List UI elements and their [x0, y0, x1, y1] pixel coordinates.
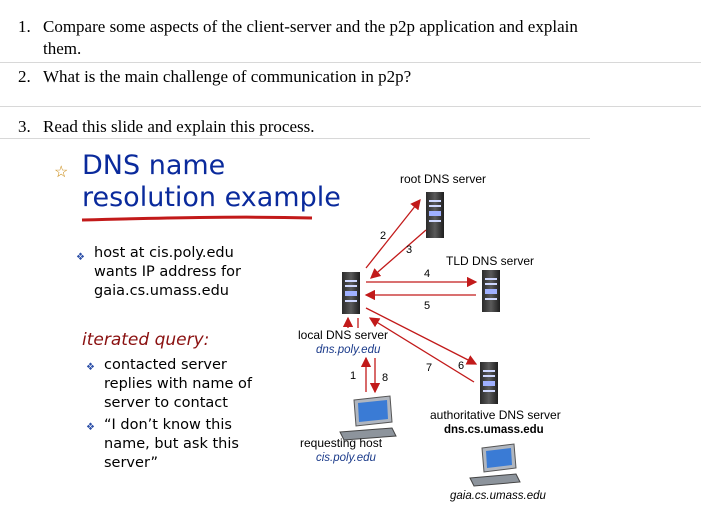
step-label: 8 — [382, 372, 389, 384]
local-server-domain: dns.poly.edu — [316, 344, 381, 356]
authoritative-server-domain: dns.cs.umass.edu — [444, 424, 544, 436]
iterated-query-label: iterated query: — [82, 330, 210, 350]
arrow-step-7 — [368, 317, 475, 383]
authoritative-server-label: authoritative DNS server — [430, 408, 561, 422]
bullet-line: wants IP address for — [94, 264, 241, 280]
bullet-contacted-server: contacted server replies with name of se… — [104, 356, 252, 413]
bullet-host: host at cis.poly.edu wants IP address fo… — [94, 244, 241, 301]
bullet-dont-know: “I don’t know this name, but ask this se… — [104, 416, 239, 473]
question-number: 3. — [18, 117, 31, 136]
step-label: 6 — [458, 360, 465, 372]
authoritative-server-icon — [480, 362, 498, 404]
arrow-step-6 — [365, 307, 478, 365]
step-label: 2 — [380, 230, 387, 242]
step-label: 3 — [406, 244, 413, 256]
step-label: 4 — [424, 268, 431, 280]
bullet-line: “I don’t know this — [104, 417, 232, 433]
requesting-host-label: requesting host — [300, 436, 383, 450]
star-icon: ☆ — [54, 164, 69, 181]
bullet-line: name, but ask this — [104, 436, 239, 452]
tld-server-icon — [482, 270, 500, 312]
step-label: 5 — [424, 300, 431, 312]
question-number: 1. — [18, 17, 31, 36]
arrow-step-2 — [365, 198, 421, 269]
bullet-line: server to contact — [104, 395, 228, 411]
dns-diagram — [81, 192, 521, 487]
diamond-bullet-icon: ❖ — [86, 422, 95, 433]
slide-title: DNS name resolution example — [82, 150, 341, 214]
title-line-2: resolution example — [82, 182, 341, 213]
step-label: 1 — [350, 370, 357, 382]
divider — [0, 138, 590, 139]
question-text: What is the main challenge of communicat… — [43, 67, 412, 86]
local-server-icon — [342, 272, 360, 314]
dns-slide: ☆ DNS name resolution example ❖ host at … — [40, 148, 590, 510]
tld-server-label: TLD DNS server — [446, 254, 535, 268]
requesting-host-computer-icon — [339, 395, 397, 441]
question-number: 2. — [18, 67, 31, 86]
root-server-icon — [426, 192, 444, 238]
divider — [0, 106, 701, 107]
bullet-line: contacted server — [104, 357, 227, 373]
local-server-label: local DNS server — [298, 328, 389, 342]
diamond-bullet-icon: ❖ — [76, 252, 85, 263]
gaia-computer-icon — [469, 443, 521, 487]
question-text: Compare some aspects of the client-serve… — [43, 17, 578, 58]
bullet-line: server” — [104, 455, 159, 471]
question-text: Read this slide and explain this process… — [43, 117, 315, 136]
bullet-line: replies with name of — [104, 376, 252, 392]
step-label: 7 — [426, 362, 433, 374]
diamond-bullet-icon: ❖ — [86, 362, 95, 373]
bullet-line: host at cis.poly.edu — [94, 245, 234, 261]
arrow-step-3 — [370, 229, 427, 279]
title-line-1: DNS name — [82, 150, 226, 181]
requesting-host-domain: cis.poly.edu — [316, 452, 376, 464]
root-server-label: root DNS server — [400, 172, 487, 186]
title-underline — [81, 215, 313, 222]
divider — [0, 62, 701, 63]
bullet-line: gaia.cs.umass.edu — [94, 283, 229, 299]
gaia-host-label: gaia.cs.umass.edu — [450, 490, 546, 502]
